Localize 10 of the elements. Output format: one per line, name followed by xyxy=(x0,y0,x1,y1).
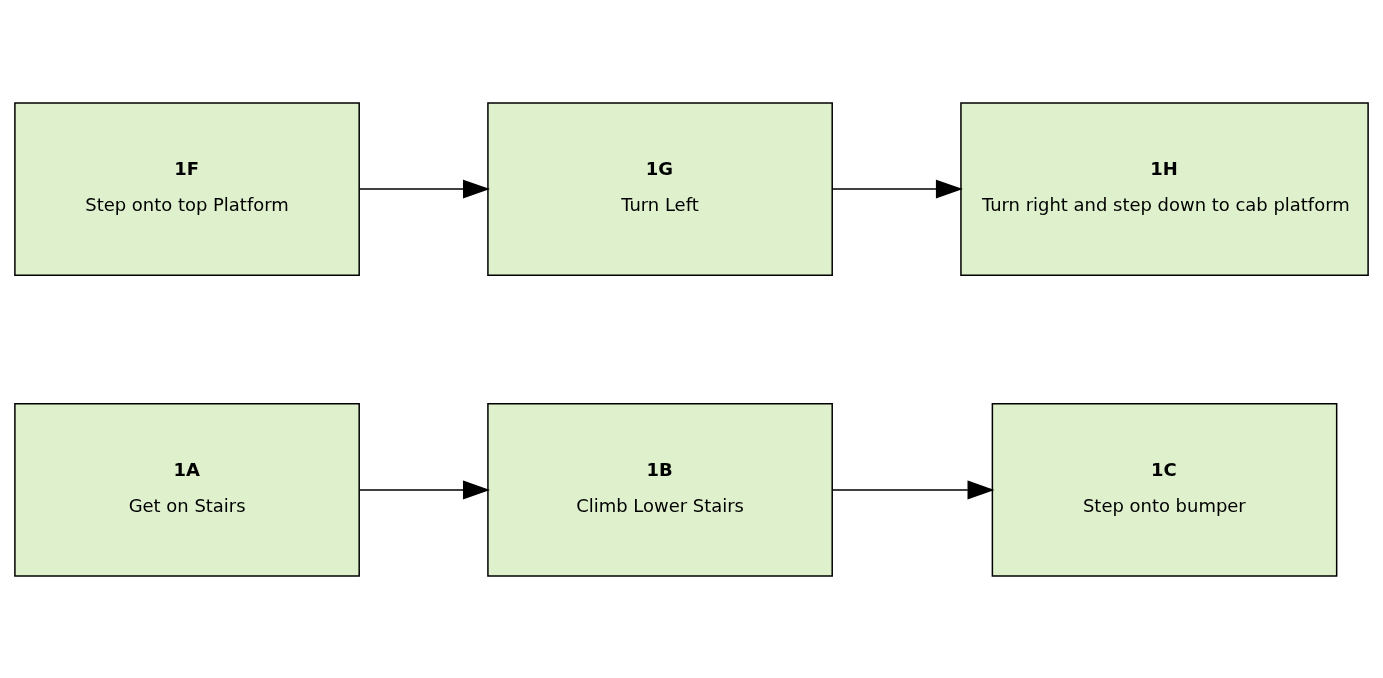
node-box: 1B Climb Lower Stairs xyxy=(487,402,833,577)
node-box: 1F Step onto top Platform xyxy=(14,101,360,276)
node-box: 1A Get on Stairs xyxy=(14,402,360,577)
node-box: 1H Turn right and step down to cab platform xyxy=(960,101,1369,276)
arrow xyxy=(832,179,963,198)
node-box: 1C Step onto bumper xyxy=(991,402,1338,577)
arrow xyxy=(358,480,490,499)
arrow xyxy=(358,179,490,198)
arrow xyxy=(832,480,995,499)
node-box: 1G Turn Left xyxy=(487,101,833,276)
